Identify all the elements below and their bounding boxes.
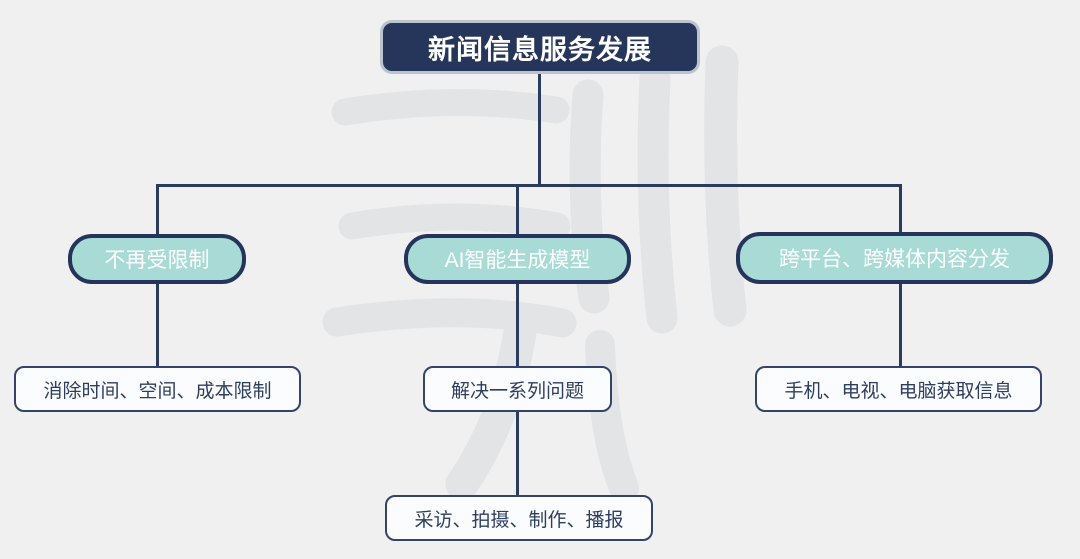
leaf-node-label: 解决一系列问题 <box>450 380 584 402</box>
root-node[interactable]: 新闻信息服务发展 <box>380 20 700 74</box>
leaf-node-devices-info[interactable]: 手机、电视、电脑获取信息 <box>755 366 1042 412</box>
connector-branch-rail <box>156 184 902 187</box>
branch-node-no-limits[interactable]: 不再受限制 <box>68 234 246 284</box>
leaf-node-remove-limits[interactable]: 消除时间、空间、成本限制 <box>14 366 301 412</box>
root-node-label: 新闻信息服务发展 <box>428 34 652 65</box>
branch-node-label: AI智能生成模型 <box>444 249 591 272</box>
connector-root-trunk <box>538 74 541 186</box>
connector-left-leaf <box>156 282 159 368</box>
branch-node-ai-model[interactable]: AI智能生成模型 <box>404 234 631 284</box>
leaf-node-label: 消除时间、空间、成本限制 <box>43 380 272 402</box>
leaf-node-solve-problems[interactable]: 解决一系列问题 <box>423 366 612 412</box>
connector-drop-center <box>516 184 519 236</box>
branch-node-label: 不再受限制 <box>104 249 210 272</box>
connector-right-leaf <box>899 282 902 368</box>
connector-drop-left <box>156 184 159 236</box>
branch-node-label: 跨平台、跨媒体内容分发 <box>779 248 1010 271</box>
connector-drop-right <box>899 184 902 234</box>
leaf-node-label: 手机、电视、电脑获取信息 <box>784 380 1013 402</box>
branch-node-cross-platform[interactable]: 跨平台、跨媒体内容分发 <box>736 232 1053 284</box>
leaf-node-label: 采访、拍摄、制作、播报 <box>414 509 624 531</box>
leaf-node-production-steps[interactable]: 采访、拍摄、制作、播报 <box>385 495 653 541</box>
